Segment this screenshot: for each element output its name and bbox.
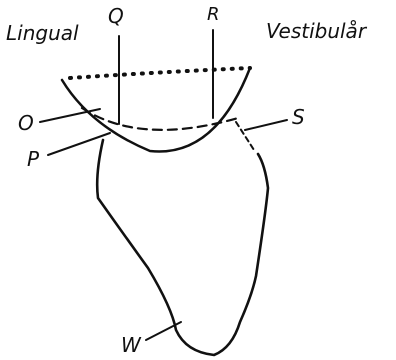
label-r: R: [207, 4, 220, 25]
leader-s-dashed: [236, 122, 254, 150]
label-s: S: [292, 105, 305, 129]
label-p: P: [27, 147, 40, 171]
label-o: O: [18, 111, 34, 135]
leader-s: [245, 120, 287, 130]
label-w: W: [121, 333, 142, 357]
crown-dotted-top: [70, 68, 250, 78]
label-lingual: Lingual: [6, 21, 79, 45]
label-q: Q: [108, 4, 124, 28]
label-vestibular: Vestibulår: [266, 19, 368, 43]
root-left-outline: [97, 140, 268, 355]
